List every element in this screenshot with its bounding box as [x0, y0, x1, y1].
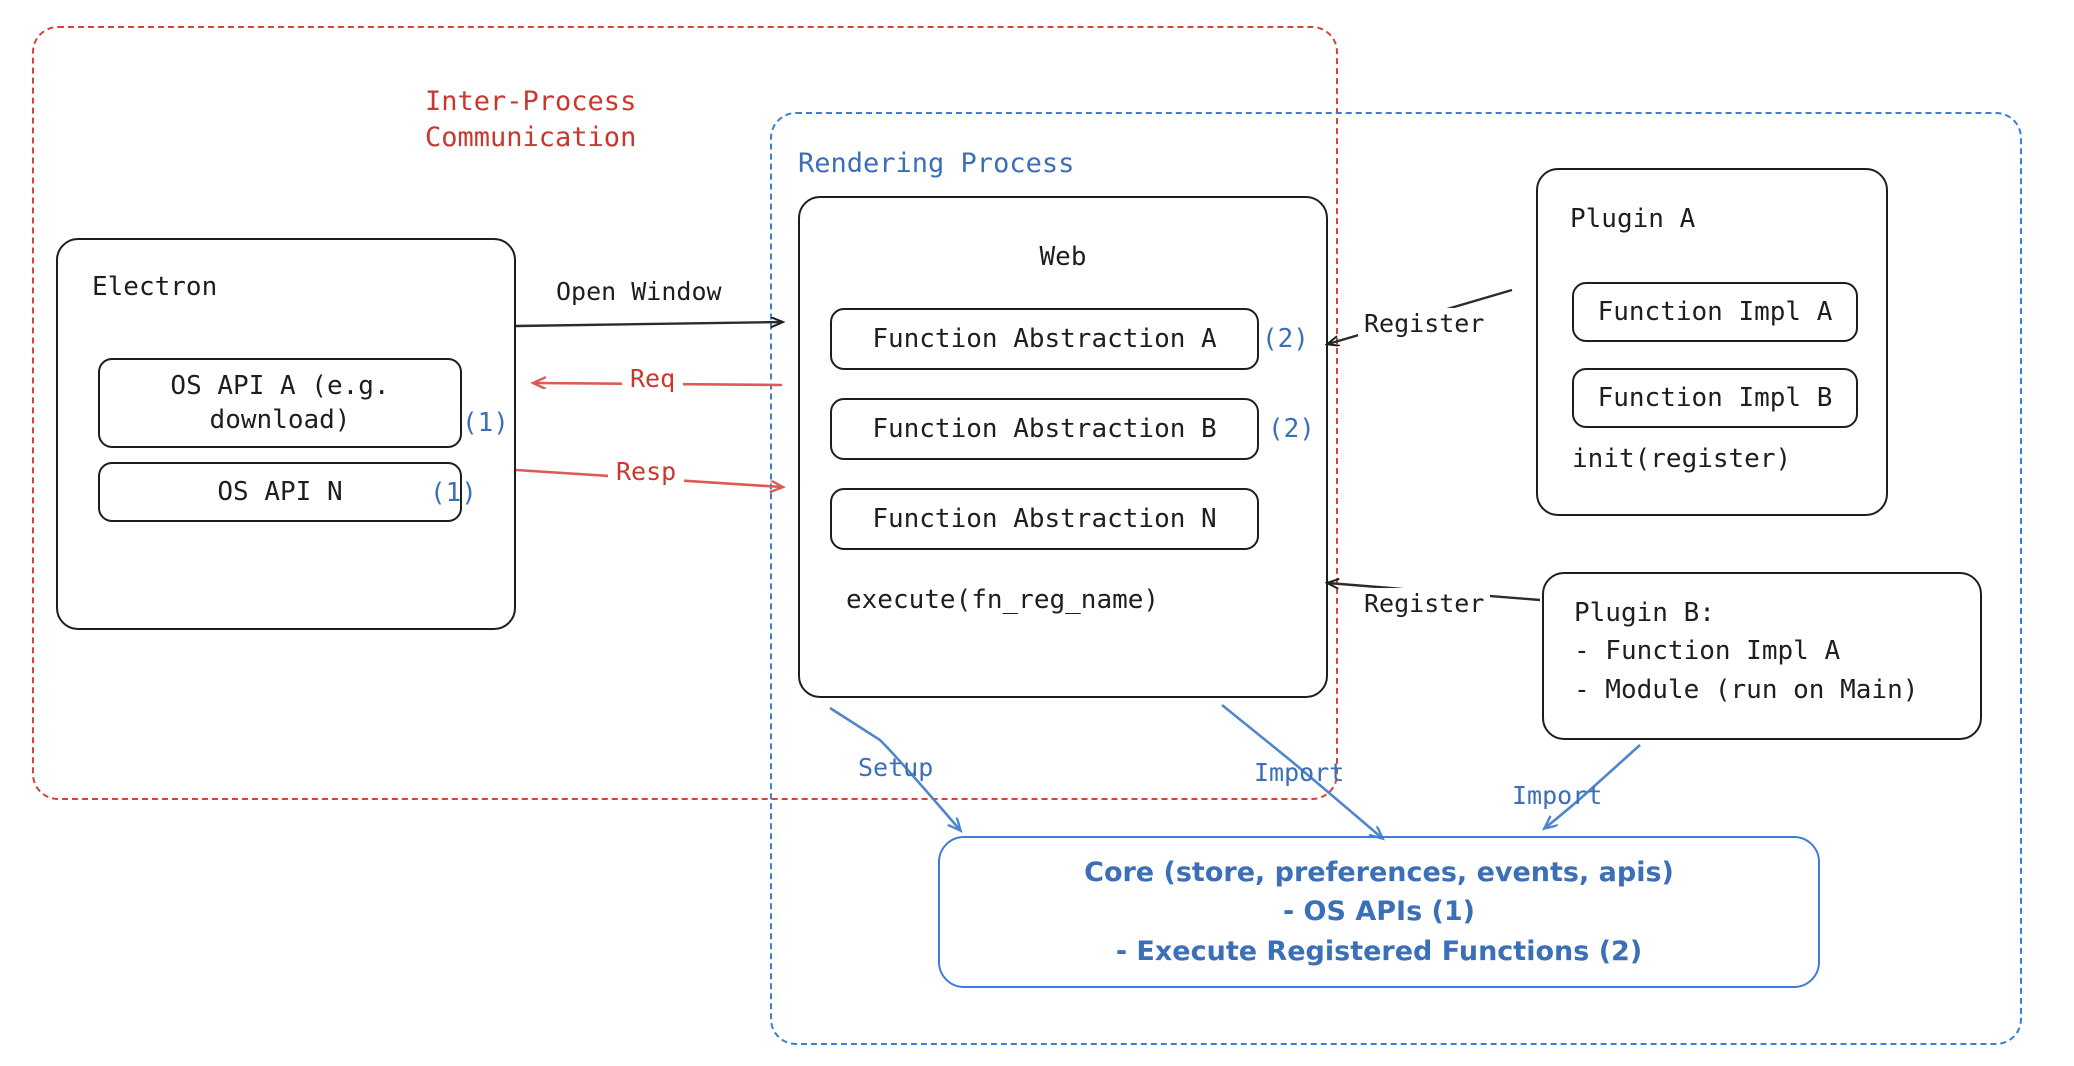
node-plugin-a[interactable]: Plugin A Function Impl A Function Impl B… — [1536, 168, 1888, 516]
plugin-b-line-function-impl-a: - Function Impl A — [1574, 636, 1841, 667]
plugin-a-item-function-impl-a[interactable]: Function Impl A — [1572, 282, 1858, 342]
web-item-function-abstraction-a-label: Function Abstraction A — [872, 323, 1217, 354]
container-rendering-process — [770, 112, 2022, 1045]
core-line-title: Core (store, preferences, events, apis) — [1084, 857, 1674, 889]
edge-label-open-window: Open Window — [556, 277, 722, 306]
plugin-a-footer-init: init(register) — [1572, 444, 1792, 474]
web-title: Web — [1039, 242, 1087, 272]
web-item-function-abstraction-n-label: Function Abstraction N — [872, 503, 1217, 534]
container-label-rendering-process: Rendering Process — [798, 148, 1075, 179]
web-item-function-abstraction-a-marker: (2) — [1262, 324, 1309, 354]
web-footer-execute: execute(fn_reg_name) — [846, 585, 1160, 615]
web-item-function-abstraction-a[interactable]: Function Abstraction A — [830, 308, 1259, 370]
edge-label-resp: Resp — [608, 456, 685, 489]
web-item-function-abstraction-b-label: Function Abstraction B — [872, 413, 1217, 444]
electron-item-os-api-a-marker: (1) — [462, 408, 509, 438]
plugin-a-item-function-impl-b-label: Function Impl B — [1597, 382, 1833, 413]
electron-item-os-api-n-marker: (1) — [430, 478, 477, 508]
edge-label-import-web: Import — [1254, 758, 1345, 787]
plugin-a-item-function-impl-a-label: Function Impl A — [1597, 296, 1833, 327]
node-electron[interactable]: Electron OS API A (e.g. download) (1) OS… — [56, 238, 516, 630]
edge-label-register-plugin-b: Register — [1358, 588, 1491, 621]
electron-item-os-api-a[interactable]: OS API A (e.g. download) — [98, 358, 462, 448]
plugin-b-line-title: Plugin B: — [1574, 598, 1715, 628]
node-web[interactable]: Web Function Abstraction A (2) Function … — [798, 196, 1328, 698]
web-item-function-abstraction-b-marker: (2) — [1268, 414, 1315, 444]
core-line-os-apis: - OS APIs (1) — [1282, 896, 1476, 928]
edge-label-import-plugin-b: Import — [1512, 781, 1603, 810]
web-item-function-abstraction-n[interactable]: Function Abstraction N — [830, 488, 1259, 550]
container-label-ipc: Inter-Process Communication — [425, 86, 637, 154]
electron-title: Electron — [92, 272, 218, 302]
electron-item-os-api-a-label: OS API A (e.g. download) — [170, 370, 390, 435]
node-core[interactable]: Core (store, preferences, events, apis) … — [938, 836, 1820, 988]
electron-item-os-api-n[interactable]: OS API N — [98, 462, 462, 522]
edge-label-register-plugin-a: Register — [1358, 308, 1491, 341]
plugin-b-line-module: - Module (run on Main) — [1574, 674, 1919, 705]
edge-label-setup: Setup — [858, 753, 934, 782]
core-line-execute-registered: - Execute Registered Functions (2) — [1115, 935, 1643, 967]
electron-item-os-api-n-label: OS API N — [217, 476, 343, 507]
container-inter-process-communication — [32, 26, 1338, 800]
edge-label-req: Req — [622, 363, 684, 396]
node-plugin-b[interactable]: Plugin B: - Function Impl A - Module (ru… — [1542, 572, 1982, 740]
plugin-a-title: Plugin A — [1570, 204, 1696, 234]
plugin-a-item-function-impl-b[interactable]: Function Impl B — [1572, 368, 1858, 428]
web-item-function-abstraction-b[interactable]: Function Abstraction B — [830, 398, 1259, 460]
